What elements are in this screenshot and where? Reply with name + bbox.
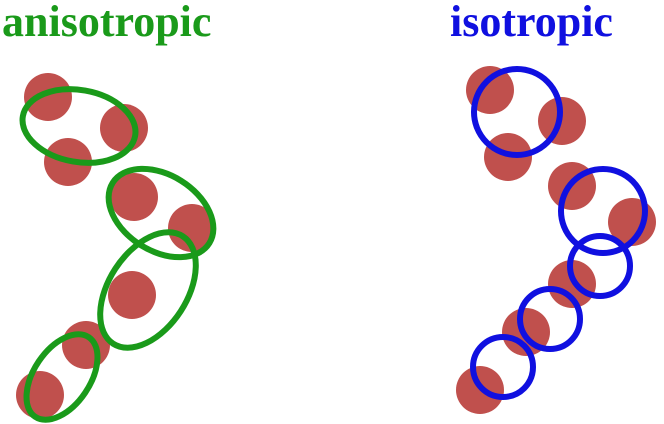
anisotropic-title: anisotropic [2, 0, 211, 46]
isotropic-kernel-circle [567, 233, 633, 299]
isotropic-particles [456, 66, 656, 414]
particle [16, 371, 64, 419]
anisotropic-panel: anisotropic [2, 0, 217, 423]
anisotropic-kernel-ellipse [23, 331, 101, 423]
isotropic-title: isotropic [450, 0, 613, 46]
isotropic-kernel-circle [558, 166, 648, 256]
isotropic-kernel-circle [517, 286, 583, 352]
isotropic-panel: isotropic [450, 0, 656, 414]
anisotropic-kernel-ellipse [105, 165, 217, 261]
particle [108, 271, 156, 319]
isotropic-kernels [470, 66, 648, 400]
particle [110, 173, 158, 221]
anisotropic-kernel-ellipse [19, 86, 139, 166]
anisotropic-kernels [19, 86, 217, 423]
anisotropic-kernel-ellipse [97, 229, 199, 351]
particle [548, 260, 596, 308]
isotropic-kernel-circle [470, 334, 536, 400]
particle [168, 204, 216, 252]
anisotropic-particles [16, 73, 216, 419]
particle [24, 73, 72, 121]
isotropic-kernel-circle [471, 66, 563, 158]
